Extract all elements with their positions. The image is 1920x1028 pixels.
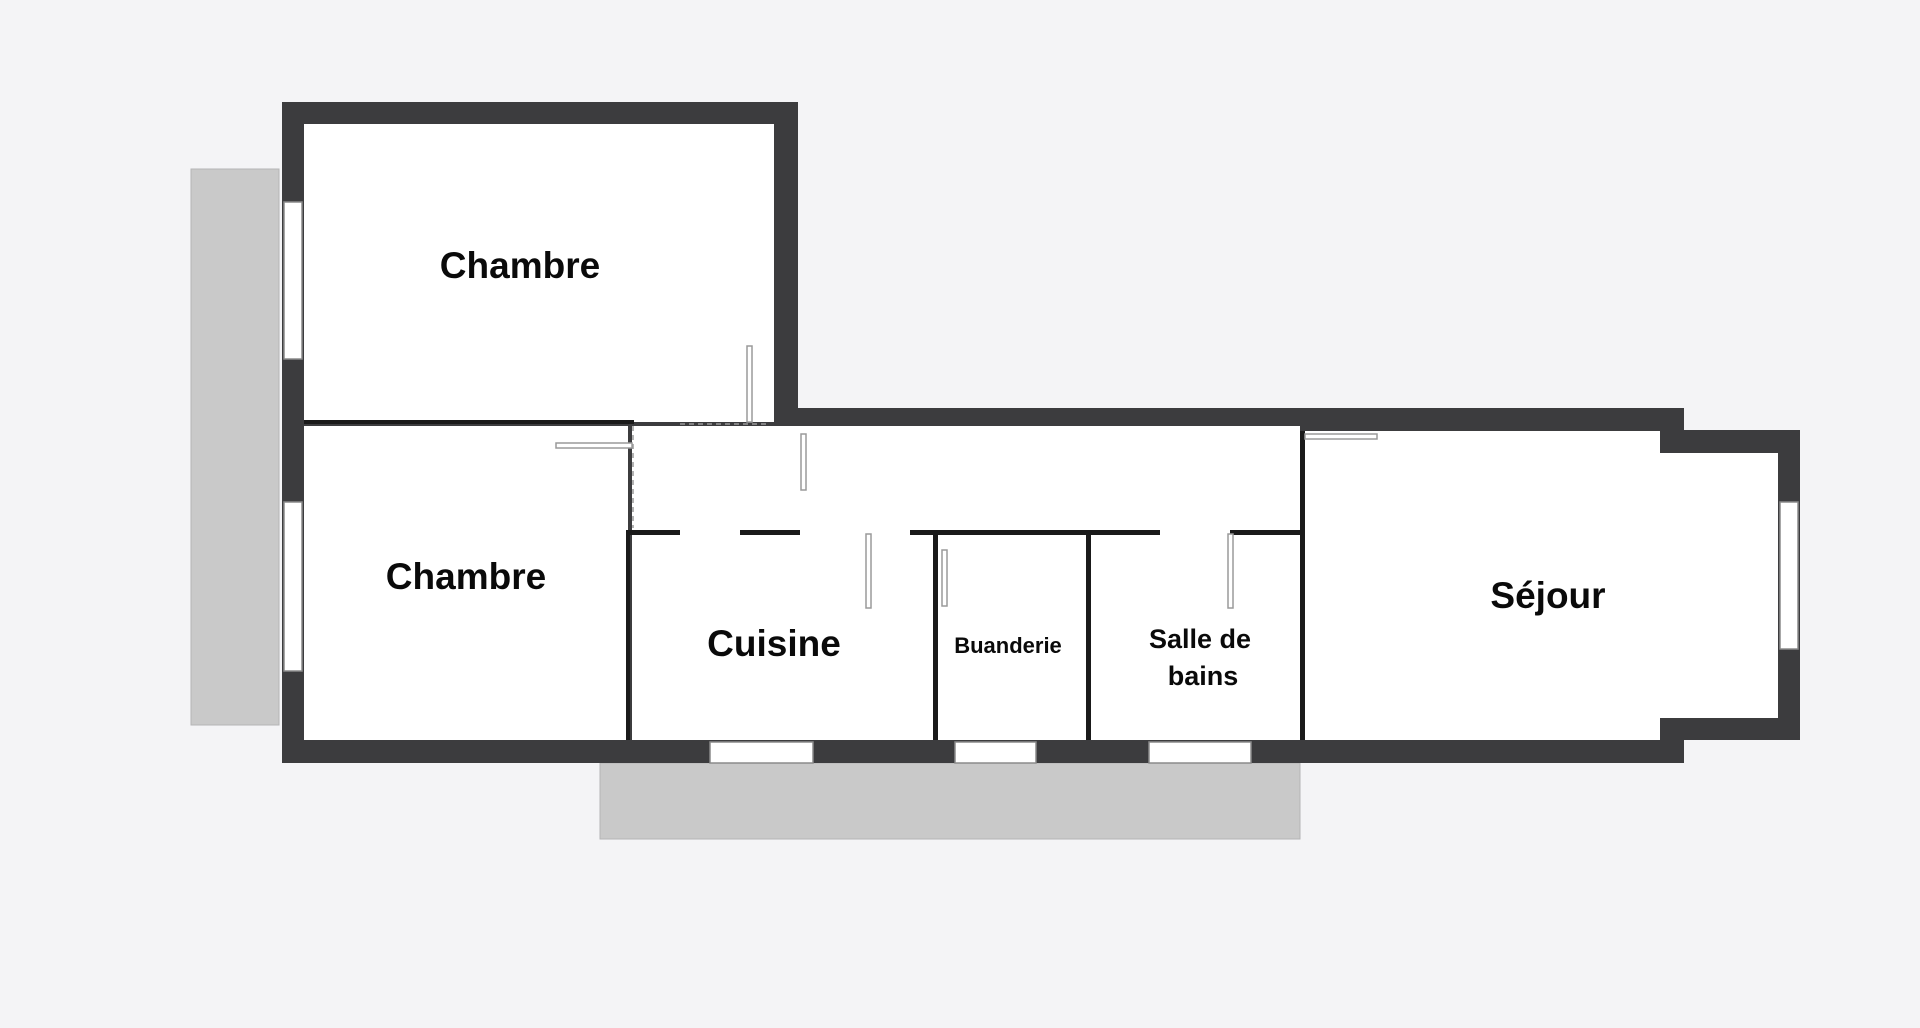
room-label-salle-de-bains-line2: bains	[1168, 661, 1239, 691]
salle-de-bains-floor	[1091, 534, 1300, 740]
sejour-floor	[1305, 431, 1778, 740]
door-buanderie	[941, 549, 948, 607]
room-label-sejour: Séjour	[1490, 575, 1605, 616]
room-label-salle-de-bains-line1: Salle de	[1149, 624, 1251, 654]
interior-walls	[304, 420, 1305, 740]
chambre-2-floor	[304, 426, 628, 740]
room-label-buanderie: Buanderie	[954, 633, 1062, 658]
door-chambre-1	[746, 345, 753, 423]
chambre-1-floor	[304, 124, 774, 422]
cuisine-floor	[632, 534, 933, 740]
buanderie-floor	[938, 534, 1086, 740]
door-sejour	[1304, 433, 1378, 440]
room-label-cuisine: Cuisine	[707, 623, 841, 664]
left-balcony	[190, 168, 280, 726]
door-cuisine	[865, 533, 872, 609]
room-floors	[304, 124, 1778, 740]
door-entry	[800, 433, 807, 491]
doors	[555, 345, 1378, 609]
room-label-chambre-1: Chambre	[440, 245, 600, 286]
door-chambre-2	[555, 442, 633, 449]
door-salle-de-bains	[1227, 533, 1234, 609]
bottom-terrace	[599, 762, 1301, 840]
windows	[283, 201, 1799, 764]
room-label-chambre-2: Chambre	[386, 556, 546, 597]
